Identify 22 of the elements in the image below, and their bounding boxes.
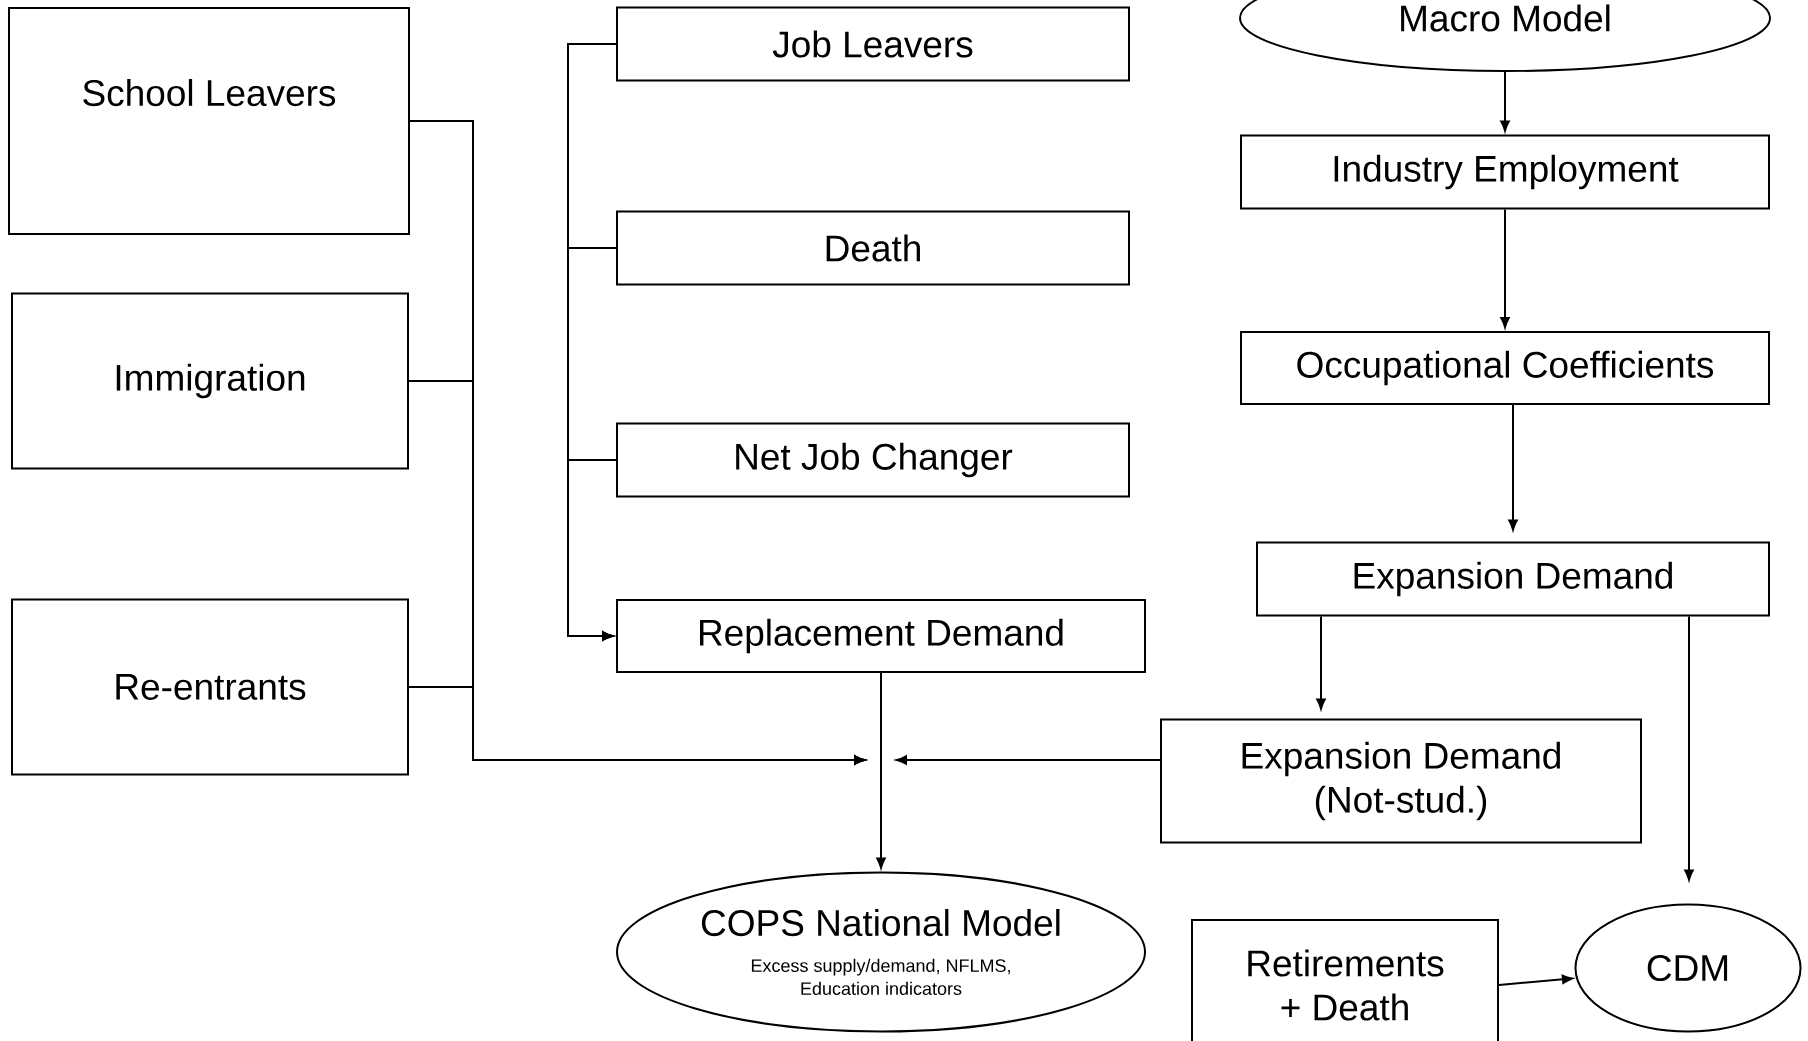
arrow [408, 686, 866, 765]
process-box: School Leavers [8, 7, 410, 235]
process-box: Expansion Demand [1256, 541, 1770, 617]
process-box: Death [616, 210, 1130, 286]
arrow [876, 672, 886, 869]
process-box: Industry Employment [1240, 134, 1770, 210]
arrow [1498, 974, 1573, 986]
process-box: Replacement Demand [616, 599, 1146, 673]
arrow [1500, 208, 1510, 329]
process-box: Immigration [11, 292, 409, 470]
process-box: Expansion Demand (Not-stud.) [1160, 718, 1642, 844]
process-box: Retirements + Death [1191, 919, 1499, 1041]
arrow [1684, 615, 1694, 881]
process-box: Re-entrants [11, 598, 409, 776]
arrow [895, 755, 1161, 765]
arrow [567, 459, 617, 641]
process-box: Job Leavers [616, 6, 1130, 82]
process-box: Net Job Changer [616, 422, 1130, 498]
arrow [1500, 71, 1510, 132]
process-box: Occupational Coefficients [1240, 331, 1770, 405]
arrow [1508, 404, 1518, 531]
arrow [1316, 615, 1326, 710]
